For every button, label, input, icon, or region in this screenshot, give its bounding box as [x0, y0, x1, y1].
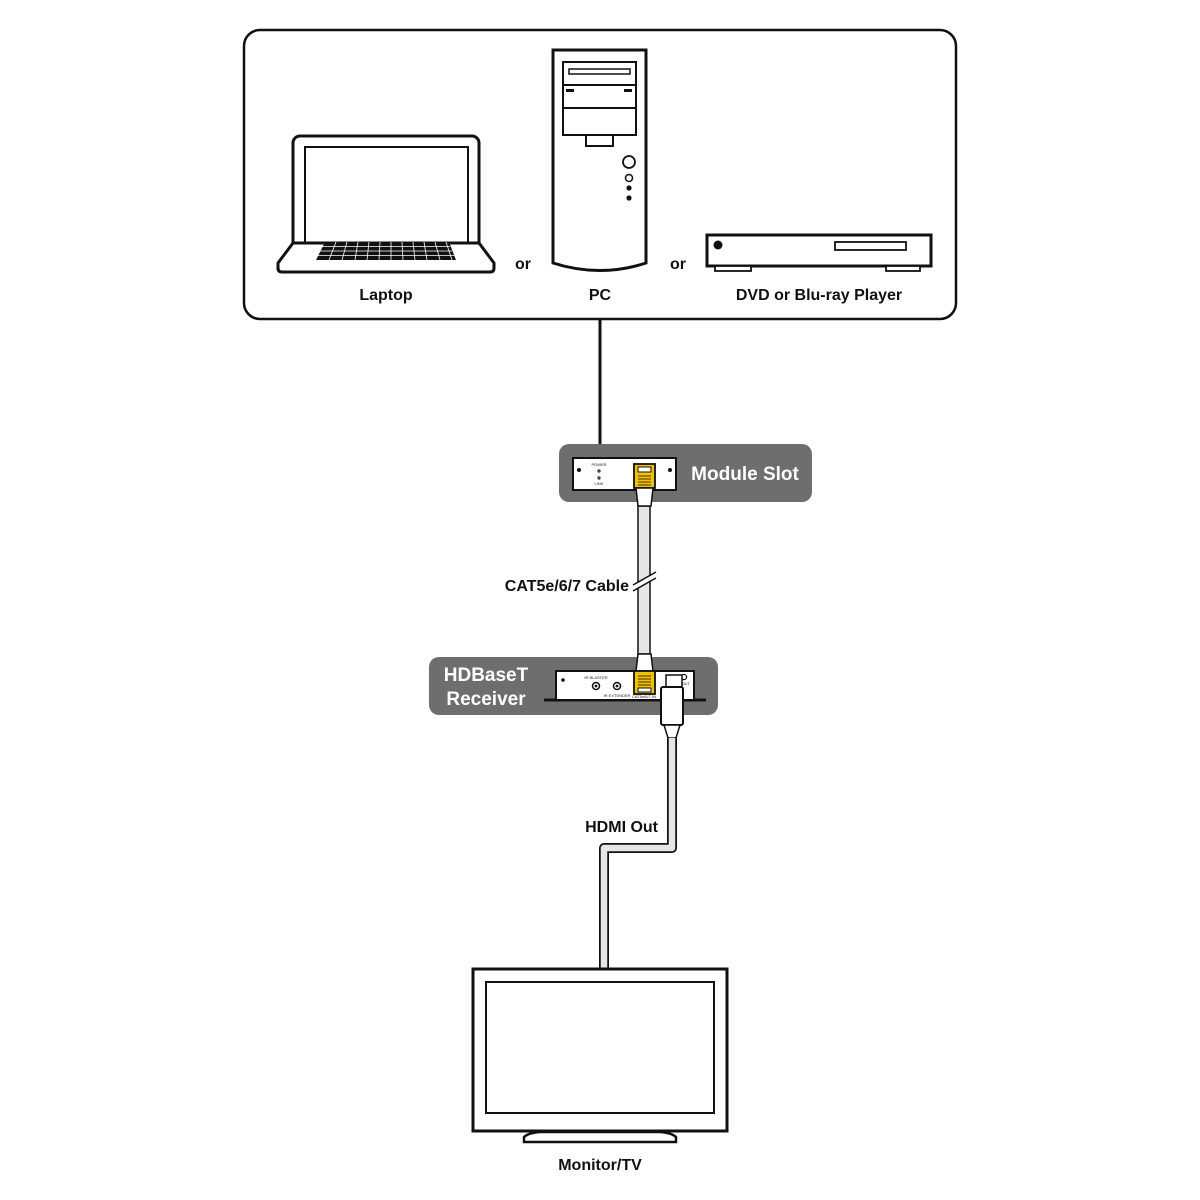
hdmi-plug [660, 674, 684, 739]
module-slot-label: Module Slot [691, 464, 799, 485]
rj45-plug-top [633, 463, 656, 507]
rj45-plug-bottom: CAT5e/6/7 IN [632, 653, 656, 699]
hdmi-cable [599, 738, 677, 970]
or-label-2: or [670, 256, 686, 273]
svg-text:CAT5e/6/7 IN: CAT5e/6/7 IN [632, 694, 656, 699]
svg-text:LINK: LINK [595, 481, 604, 486]
cable-break-mark [632, 571, 657, 592]
module-slot-panel: POWER LINK [572, 457, 677, 491]
cat-cable-label: CAT5e/6/7 Cable [505, 578, 629, 595]
receiver-label-line2: Receiver [446, 689, 526, 710]
dvd-player-icon [705, 233, 933, 272]
or-label-1: or [515, 256, 531, 273]
pc-label: PC [589, 287, 612, 304]
svg-text:IR EXTENDER: IR EXTENDER [604, 693, 631, 698]
monitor-icon [471, 967, 729, 1144]
hdmi-out-label: HDMI Out [585, 819, 659, 836]
laptop-icon [276, 134, 496, 274]
svg-text:IR BLASTER: IR BLASTER [584, 675, 607, 680]
laptop-label: Laptop [359, 287, 413, 304]
svg-text:POWER: POWER [591, 462, 606, 467]
monitor-label: Monitor/TV [558, 1157, 642, 1174]
dvd-player-label: DVD or Blu-ray Player [736, 287, 902, 304]
pc-tower-icon [551, 48, 648, 272]
receiver-label-line1: HDBaseT [444, 665, 529, 686]
